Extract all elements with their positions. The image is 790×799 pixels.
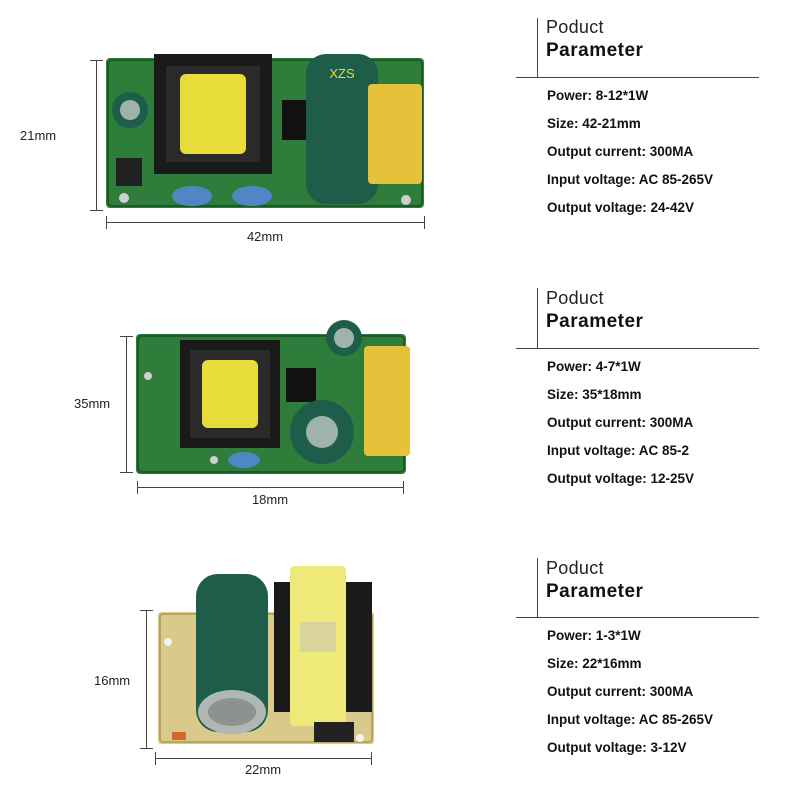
parameter-vertical-rule	[537, 558, 538, 618]
width-dimension-cap-left	[106, 216, 107, 229]
power-module-board-image	[136, 320, 410, 474]
spec-power: Power: 8-12*1W	[547, 88, 649, 103]
spec-output-voltage: Output voltage: 3-12V	[547, 740, 687, 755]
height-label: 21mm	[20, 128, 57, 143]
height-dimension-line	[96, 60, 97, 210]
width-label: 22mm	[244, 762, 282, 777]
width-dimension-line	[137, 487, 403, 488]
module-1: 21mm XZS 42mm Poduct Parameter Power: 8-…	[0, 0, 790, 260]
width-dimension-line	[106, 222, 424, 223]
width-dimension-cap-right	[424, 216, 425, 229]
parameter-vertical-rule	[537, 288, 538, 348]
height-dimension-cap-top	[120, 336, 133, 337]
spec-size: Size: 42-21mm	[547, 116, 641, 131]
parameter-title: Parameter	[546, 40, 644, 61]
parameter-title: Parameter	[546, 311, 644, 332]
parameter-vertical-rule	[537, 18, 538, 78]
width-dimension-cap-right	[371, 752, 372, 765]
parameter-horizontal-rule	[516, 617, 759, 618]
spec-output-current: Output current: 300MA	[547, 684, 694, 699]
spec-output-voltage: Output voltage: 24-42V	[547, 200, 695, 215]
power-module-board-image: XZS	[106, 54, 424, 208]
spec-power: Power: 4-7*1W	[547, 359, 641, 374]
height-label: 35mm	[74, 396, 111, 411]
height-dimension-cap-bottom	[120, 472, 133, 473]
spec-input-voltage: Input voltage: AC 85-2	[547, 443, 690, 458]
width-dimension-cap-left	[155, 752, 156, 765]
height-dimension-line	[146, 610, 147, 748]
spec-size: Size: 22*16mm	[547, 656, 642, 671]
width-dimension-cap-right	[403, 481, 404, 494]
height-label: 16mm	[94, 673, 131, 688]
spec-power: Power: 1-3*1W	[547, 628, 641, 643]
module-2: 35mm 18mm Poduct Parameter Power: 4-7*1W…	[0, 270, 790, 530]
height-dimension-line	[126, 336, 127, 472]
product-title-small: Poduct	[546, 558, 604, 578]
parameter-horizontal-rule	[516, 348, 759, 349]
svg-text:XZS: XZS	[329, 66, 355, 81]
spec-input-voltage: Input voltage: AC 85-265V	[547, 172, 714, 187]
power-module-board-image	[158, 566, 374, 744]
product-title-small: Poduct	[546, 288, 604, 308]
parameter-title: Parameter	[546, 581, 644, 602]
spec-output-current: Output current: 300MA	[547, 415, 694, 430]
spec-output-voltage: Output voltage: 12-25V	[547, 471, 695, 486]
width-label: 18mm	[251, 492, 289, 507]
spec-output-current: Output current: 300MA	[547, 144, 694, 159]
height-dimension-cap-bottom	[140, 748, 153, 749]
module-3: 16mm 22mm Poduct Parameter Power: 1-3*1W…	[0, 540, 790, 799]
product-title-small: Poduct	[546, 17, 604, 37]
width-dimension-line	[155, 758, 371, 759]
height-dimension-cap-top	[90, 60, 103, 61]
width-dimension-cap-left	[137, 481, 138, 494]
spec-size: Size: 35*18mm	[547, 387, 642, 402]
height-dimension-cap-top	[140, 610, 153, 611]
parameter-horizontal-rule	[516, 77, 759, 78]
spec-input-voltage: Input voltage: AC 85-265V	[547, 712, 714, 727]
height-dimension-cap-bottom	[90, 210, 103, 211]
width-label: 42mm	[246, 229, 284, 244]
